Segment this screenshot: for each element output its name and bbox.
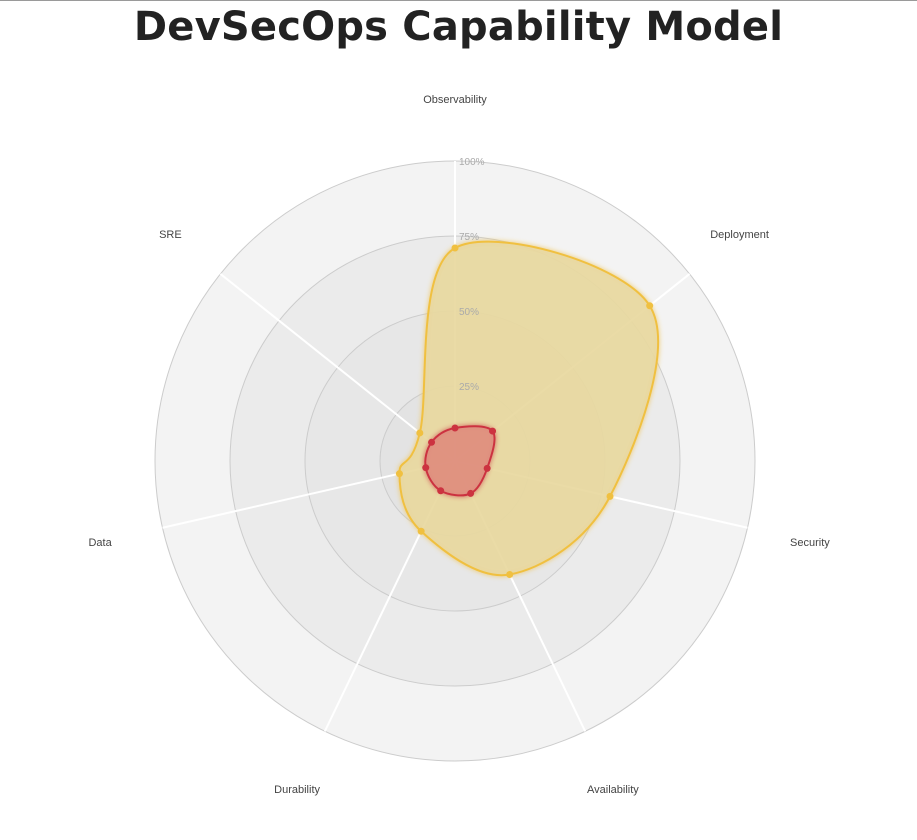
tick-label: 100% xyxy=(459,157,485,168)
chart-title: DevSecOps Capability Model xyxy=(133,4,784,50)
tick-label: 25% xyxy=(459,382,479,393)
series-1-point xyxy=(606,492,614,500)
series-1-point xyxy=(417,527,425,535)
series-2 xyxy=(422,424,497,497)
axis-label-security: Security xyxy=(790,537,830,549)
series-2-point xyxy=(483,464,491,472)
series-1-point xyxy=(506,571,514,579)
series-1-point xyxy=(395,470,403,478)
series-1-point xyxy=(451,244,459,252)
series-2-point xyxy=(489,427,497,435)
axis-spoke xyxy=(219,273,456,462)
series-1-point xyxy=(416,429,424,437)
series-2-point xyxy=(428,438,436,446)
axis-labels: ObservabilityDeploymentSecurityAvailabil… xyxy=(88,94,830,796)
tick-label: 50% xyxy=(459,307,479,318)
series-2-point xyxy=(422,464,430,472)
axis-label-observability: Observability xyxy=(423,94,487,106)
series-2-point xyxy=(451,424,459,432)
axis-label-data: Data xyxy=(88,537,112,549)
tick-label: 75% xyxy=(459,232,479,243)
series-2-point xyxy=(467,489,475,497)
axis-label-deployment: Deployment xyxy=(710,229,769,241)
series-1-point xyxy=(646,302,654,310)
axis-label-durability: Durability xyxy=(274,784,320,796)
series-2-point xyxy=(437,487,445,495)
tick-labels: 25% 50% 75% 100% xyxy=(459,157,485,393)
axis-label-availability: Availability xyxy=(587,784,639,796)
axis-label-sre: SRE xyxy=(159,229,182,241)
